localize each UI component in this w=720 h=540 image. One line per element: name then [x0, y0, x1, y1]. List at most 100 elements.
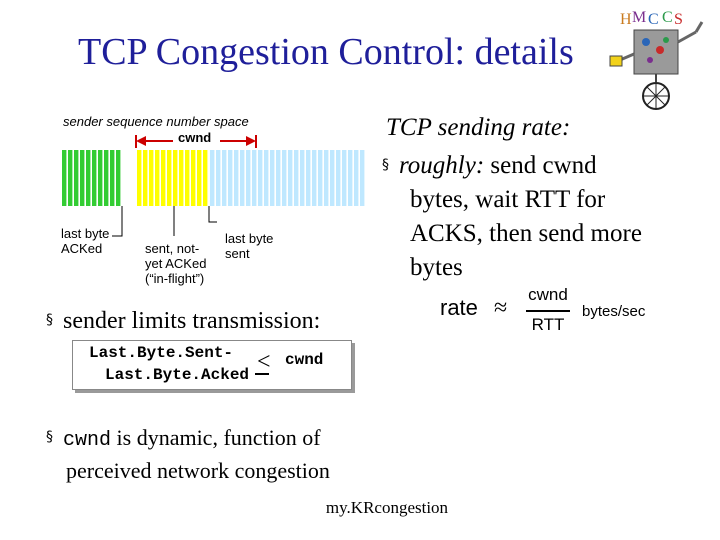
cwnd-window-label: cwnd [178, 130, 212, 145]
cwnd-code: cwnd [63, 429, 112, 452]
cwnd-arrow-right-head [246, 136, 256, 146]
segment-acked [86, 150, 91, 206]
segment-acked [80, 150, 85, 206]
segment-in_flight [185, 150, 190, 206]
segment-unsent [276, 150, 281, 206]
bullet-text: ACKS, then send more [410, 220, 642, 247]
segment-unsent [234, 150, 239, 206]
segment-unsent [336, 150, 341, 206]
segment-unsent [360, 150, 365, 206]
cwnd-arrow-left-head [136, 136, 146, 146]
segments-unsent [210, 150, 365, 206]
bullet-text: is dynamic, function of [111, 425, 321, 450]
svg-text:C: C [662, 9, 673, 26]
segment-in_flight [203, 150, 208, 206]
sequence-number-diagram [62, 135, 365, 237]
rate-formula: rate ≈ cwnd RTT bytes/sec [440, 285, 670, 345]
label-line: sent [225, 246, 250, 261]
segment-acked [62, 150, 67, 206]
label-in-flight: sent, not- yet ACKed (“in-flight”) [145, 241, 206, 286]
segment-unsent [324, 150, 329, 206]
segment-unsent [318, 150, 323, 206]
segment-unsent [222, 150, 227, 206]
segment-unsent [348, 150, 353, 206]
leader-acked [112, 206, 123, 237]
segment-unsent [210, 150, 215, 206]
segment-unsent [246, 150, 251, 206]
segment-in_flight [197, 150, 202, 206]
segment-in_flight [161, 150, 166, 206]
sending-rate-heading: TCP sending rate: [386, 114, 571, 141]
segment-unsent [354, 150, 359, 206]
segment-unsent [342, 150, 347, 206]
segment-unsent [288, 150, 293, 206]
segment-acked [104, 150, 109, 206]
slide-footer: my.KRcongestion [325, 498, 449, 517]
inequality-operator: < [257, 349, 271, 375]
bullet-text: send cwnd [484, 152, 597, 179]
bullet-line: § roughly: send cwnd [382, 148, 642, 183]
segment-unsent [270, 150, 275, 206]
label-line: (“in-flight”) [145, 271, 205, 286]
segment-unsent [240, 150, 245, 206]
bullet-icon: § [46, 312, 53, 328]
fraction-bar [526, 310, 570, 312]
segment-acked [68, 150, 73, 206]
segment-in_flight [155, 150, 160, 206]
segment-in_flight [167, 150, 172, 206]
inequality-box: Last.Byte.Sent- Last.Byte.Acked < cwnd [72, 340, 352, 390]
svg-text:S: S [674, 11, 683, 28]
inequality-lhs-line1: Last.Byte.Sent- [89, 344, 234, 362]
segment-in_flight [191, 150, 196, 206]
sequence-space-caption: sender sequence number space [63, 114, 249, 129]
bullet-text: perceived network congestion [66, 458, 330, 483]
segment-unsent [228, 150, 233, 206]
segment-unsent [264, 150, 269, 206]
inequality-rhs: cwnd [285, 351, 324, 369]
segment-in_flight [137, 150, 142, 206]
segment-acked [92, 150, 97, 206]
bullet-cwnd-dynamic: § cwnd is dynamic, function of perceived … [46, 422, 330, 486]
segment-in_flight [143, 150, 148, 206]
formula-unit: bytes/sec [582, 303, 646, 320]
leader-sent [208, 206, 217, 223]
formula-numerator: cwnd [528, 285, 568, 304]
label-last-byte-acked: last byte ACKed [61, 226, 109, 256]
segment-in_flight [179, 150, 184, 206]
segment-acked [110, 150, 115, 206]
page-title: TCP Congestion Control: details [78, 31, 574, 73]
label-line: sent, not- [145, 241, 200, 256]
label-last-byte-sent: last byte sent [225, 231, 273, 261]
segment-acked [116, 150, 121, 206]
segment-unsent [282, 150, 287, 206]
segment-unsent [330, 150, 335, 206]
segment-unsent [306, 150, 311, 206]
bullet-sender-limits: § sender limits transmission: [46, 308, 320, 335]
segment-in_flight [173, 150, 178, 206]
segments-acked [62, 150, 121, 206]
segment-in_flight [149, 150, 154, 206]
svg-text:C: C [648, 11, 659, 28]
logo-lettering: H M C C S [620, 9, 683, 28]
bullet-line: § cwnd is dynamic, function of [46, 422, 330, 456]
inequality-underline [255, 373, 269, 375]
formula-lhs: rate [440, 295, 478, 320]
segment-unsent [252, 150, 257, 206]
bullet-icon: § [46, 429, 53, 445]
bullet-icon: § [382, 157, 389, 173]
bullet-prefix: roughly: [399, 152, 485, 179]
bullet-text: sender limits transmission: [63, 308, 321, 334]
segment-unsent [312, 150, 317, 206]
sending-rate-bullet: §roughly: send cwnd bytes, wait RTT for … [382, 148, 642, 285]
segment-unsent [300, 150, 305, 206]
segment-acked [98, 150, 103, 206]
svg-text:H: H [620, 11, 632, 28]
formula-approx: ≈ [494, 295, 508, 321]
bullet-text: bytes, wait RTT for [410, 186, 606, 213]
segments-in-flight [137, 150, 208, 206]
bullet-text: bytes [410, 254, 463, 281]
segment-acked [74, 150, 79, 206]
label-line: yet ACKed [145, 256, 207, 271]
segment-unsent [294, 150, 299, 206]
segment-unsent [216, 150, 221, 206]
